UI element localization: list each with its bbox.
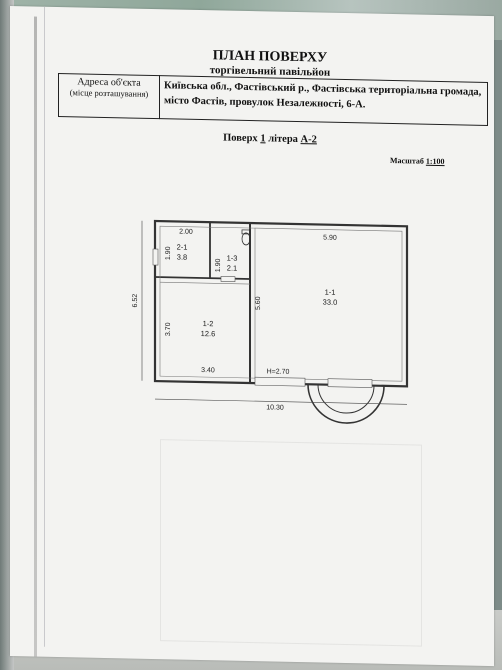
window-bottom	[327, 378, 373, 388]
wall-horizontal-small-rooms	[155, 276, 250, 280]
dim-overall-height: 6.52	[132, 294, 139, 308]
dim-room-1-1-height: 5.60	[255, 296, 262, 310]
dim-room-1-3-height: 1.90	[215, 258, 222, 272]
ceiling-height-label: H=2.70	[267, 368, 290, 375]
porch-arc-inner	[317, 384, 375, 414]
overall-width-dimension-line	[155, 398, 407, 405]
door-1-3	[220, 276, 236, 283]
room-1-2-id: 1-2	[203, 319, 214, 328]
dim-overall-width: 10.30	[266, 404, 284, 411]
room-2-1-id: 2-1	[177, 242, 188, 251]
dim-room-1-2-width: 3.40	[201, 367, 215, 374]
dim-room-1-2-height: 3.70	[165, 322, 172, 336]
entrance-door	[254, 376, 306, 387]
room-1-2-area: 12.6	[201, 329, 216, 338]
document-page: ПЛАН ПОВЕРХУ торгівельний павільйон Адре…	[10, 6, 494, 667]
dim-room-1-1-width: 5.90	[323, 235, 337, 242]
room-1-1-area: 33.0	[323, 298, 338, 307]
room-1-3-area: 2.1	[227, 264, 237, 273]
window-left	[152, 248, 159, 266]
dim-room-2-1-height: 1.90	[165, 246, 172, 260]
toilet-icon	[241, 229, 251, 246]
inner-wall-line	[159, 225, 403, 382]
inner-horizontal-line	[160, 281, 250, 285]
room-2-1-area: 3.8	[177, 252, 187, 261]
dim-room-2-1-width: 2.00	[179, 229, 193, 236]
room-1-1-id: 1-1	[325, 288, 336, 297]
floor-plan: 2-1 3.8 1-3 2.1 1-2 12.6 1-1 33.0 2.00 1…	[132, 219, 409, 424]
outer-wall	[153, 219, 409, 388]
room-1-3-id: 1-3	[227, 254, 238, 263]
porch-arc-outer	[307, 384, 385, 424]
